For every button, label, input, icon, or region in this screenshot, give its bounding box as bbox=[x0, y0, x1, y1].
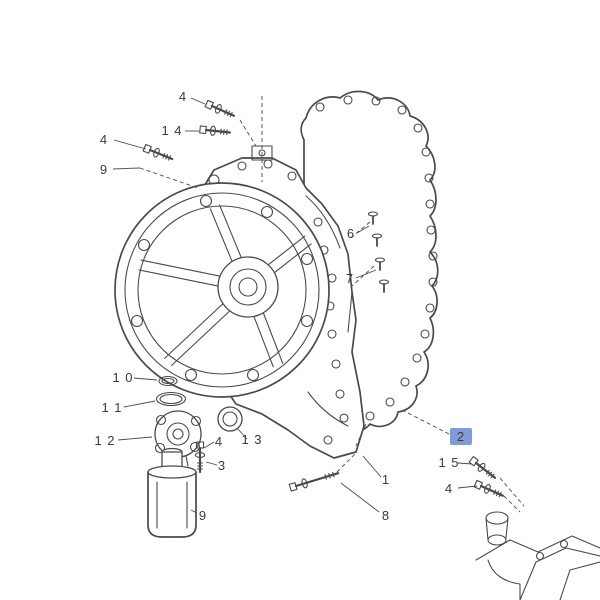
bolt-icon bbox=[467, 454, 499, 483]
oring-small-drawing bbox=[158, 375, 178, 387]
washer-stud-icon bbox=[374, 257, 386, 271]
callout-8[interactable]: 8 bbox=[382, 508, 390, 523]
callout-2-highlighted[interactable]: 2 bbox=[457, 429, 465, 444]
engine-fragment-drawing bbox=[475, 511, 600, 600]
long-bolt-icon bbox=[287, 467, 341, 494]
callout-4-top[interactable]: 4 bbox=[179, 89, 187, 104]
leader-lines bbox=[112, 96, 525, 514]
seal-ring-drawing bbox=[217, 406, 243, 432]
callout-9-top-left[interactable]: 9 bbox=[100, 162, 108, 177]
washer-stud-icon bbox=[371, 233, 383, 247]
callout-13[interactable]: 1 3 bbox=[241, 432, 262, 447]
callout-3[interactable]: 3 bbox=[218, 458, 226, 473]
oring-large-drawing bbox=[155, 391, 187, 407]
callout-12[interactable]: 1 2 bbox=[94, 433, 115, 448]
bolt-icon bbox=[203, 98, 237, 122]
callout-14[interactable]: 1 4 bbox=[161, 123, 182, 138]
callout-6[interactable]: 6 bbox=[347, 226, 355, 241]
flange-drawing bbox=[114, 182, 330, 398]
oil-filter-drawing bbox=[147, 447, 197, 538]
callout-4-bottom-right[interactable]: 4 bbox=[445, 481, 453, 496]
hub-bore bbox=[217, 256, 279, 318]
bolt-icon bbox=[472, 478, 506, 502]
bolt-icon bbox=[141, 142, 176, 165]
callouts: 4 1 4 4 9 6 7 1 0 1 1 1 2 4 3 1 3 1 8 2 … bbox=[94, 89, 472, 523]
highlight-box bbox=[450, 428, 472, 445]
callout-7[interactable]: 7 bbox=[346, 271, 354, 286]
bolt-icon bbox=[198, 123, 232, 139]
pump-drawing bbox=[154, 410, 202, 467]
callout-4-left[interactable]: 4 bbox=[100, 132, 108, 147]
washer-stud-icon bbox=[378, 279, 390, 293]
callout-4-mid[interactable]: 4 bbox=[215, 434, 223, 449]
callout-15[interactable]: 1 5 bbox=[438, 455, 459, 470]
flange-bolt-holes bbox=[130, 194, 314, 382]
callout-9-filter[interactable]: 9 bbox=[199, 508, 207, 523]
callout-1[interactable]: 1 bbox=[382, 472, 390, 487]
callout-10[interactable]: 1 0 bbox=[112, 370, 133, 385]
callout-11[interactable]: 1 1 bbox=[101, 400, 122, 415]
